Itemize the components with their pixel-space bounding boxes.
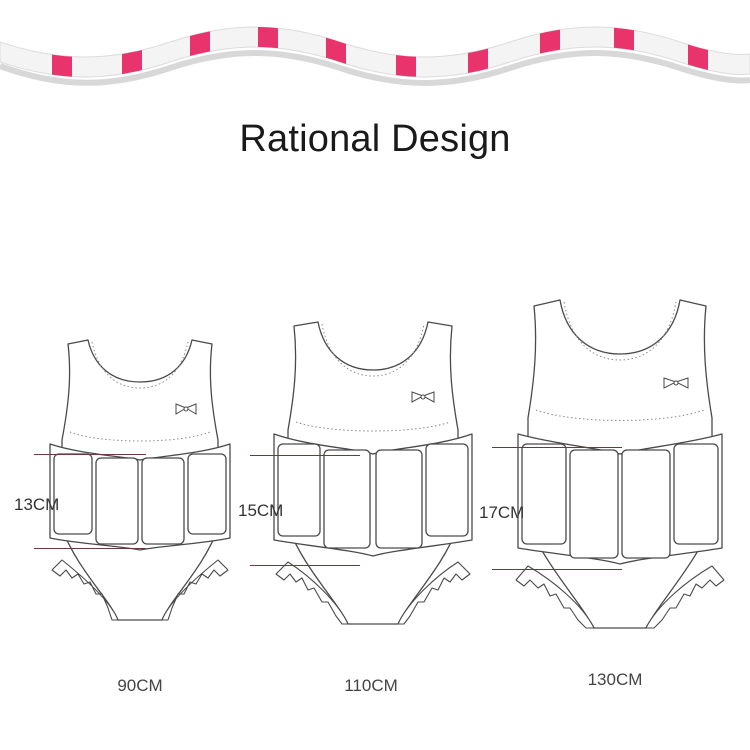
guide-line-top (250, 455, 360, 456)
float-height-label: 13CM (14, 495, 60, 514)
chest-stitch (535, 409, 705, 421)
neck-stitch (91, 341, 189, 389)
leg-frill-left (51, 559, 119, 621)
float-pad-3 (375, 449, 423, 549)
size-label: 90CM (117, 676, 163, 695)
chest-stitch (69, 431, 211, 442)
neck-stitch (321, 323, 425, 377)
float-pad-1 (521, 443, 567, 545)
float-pad-4 (673, 443, 719, 545)
leg-frill-left (275, 561, 349, 625)
bow-icon (175, 403, 197, 415)
bow-icon (663, 377, 689, 389)
float-height-label: 17CM (479, 503, 525, 522)
bow-icon (411, 391, 435, 403)
wave-band (0, 26, 750, 78)
guide-line-bottom (34, 548, 146, 549)
float-pad-1 (277, 443, 321, 537)
page-title: Rational Design (239, 118, 511, 160)
float-pad-2 (569, 449, 619, 559)
float-pad-3 (141, 457, 185, 545)
chest-stitch (295, 421, 451, 432)
guide-line-top (492, 447, 622, 448)
guide-line-bottom (492, 569, 622, 570)
float-pad-4 (187, 453, 227, 535)
swimsuit-110cm-illustration (273, 321, 473, 625)
leg-frill-right (645, 565, 725, 629)
float-pad-2 (95, 457, 139, 545)
swimsuit-90cm-illustration (49, 339, 231, 621)
float-vest (49, 443, 231, 551)
size-label: 110CM (344, 676, 398, 695)
guide-line-top (34, 454, 146, 455)
float-pad-1 (53, 453, 93, 535)
leg-frill-left (515, 565, 595, 629)
float-height-label: 15CM (238, 501, 284, 520)
neck-stitch (563, 301, 677, 361)
swimsuit-130cm-illustration (515, 299, 725, 629)
guide-line-bottom (250, 565, 360, 566)
float-pad-3 (621, 449, 671, 559)
float-pad-2 (323, 449, 371, 549)
size-label: 130CM (587, 670, 643, 689)
wave-shadow (0, 50, 750, 86)
leg-frill-right (161, 559, 229, 621)
wave-ribbon-decoration (0, 26, 750, 86)
float-pad-4 (425, 443, 469, 537)
leg-frill-right (397, 561, 471, 625)
